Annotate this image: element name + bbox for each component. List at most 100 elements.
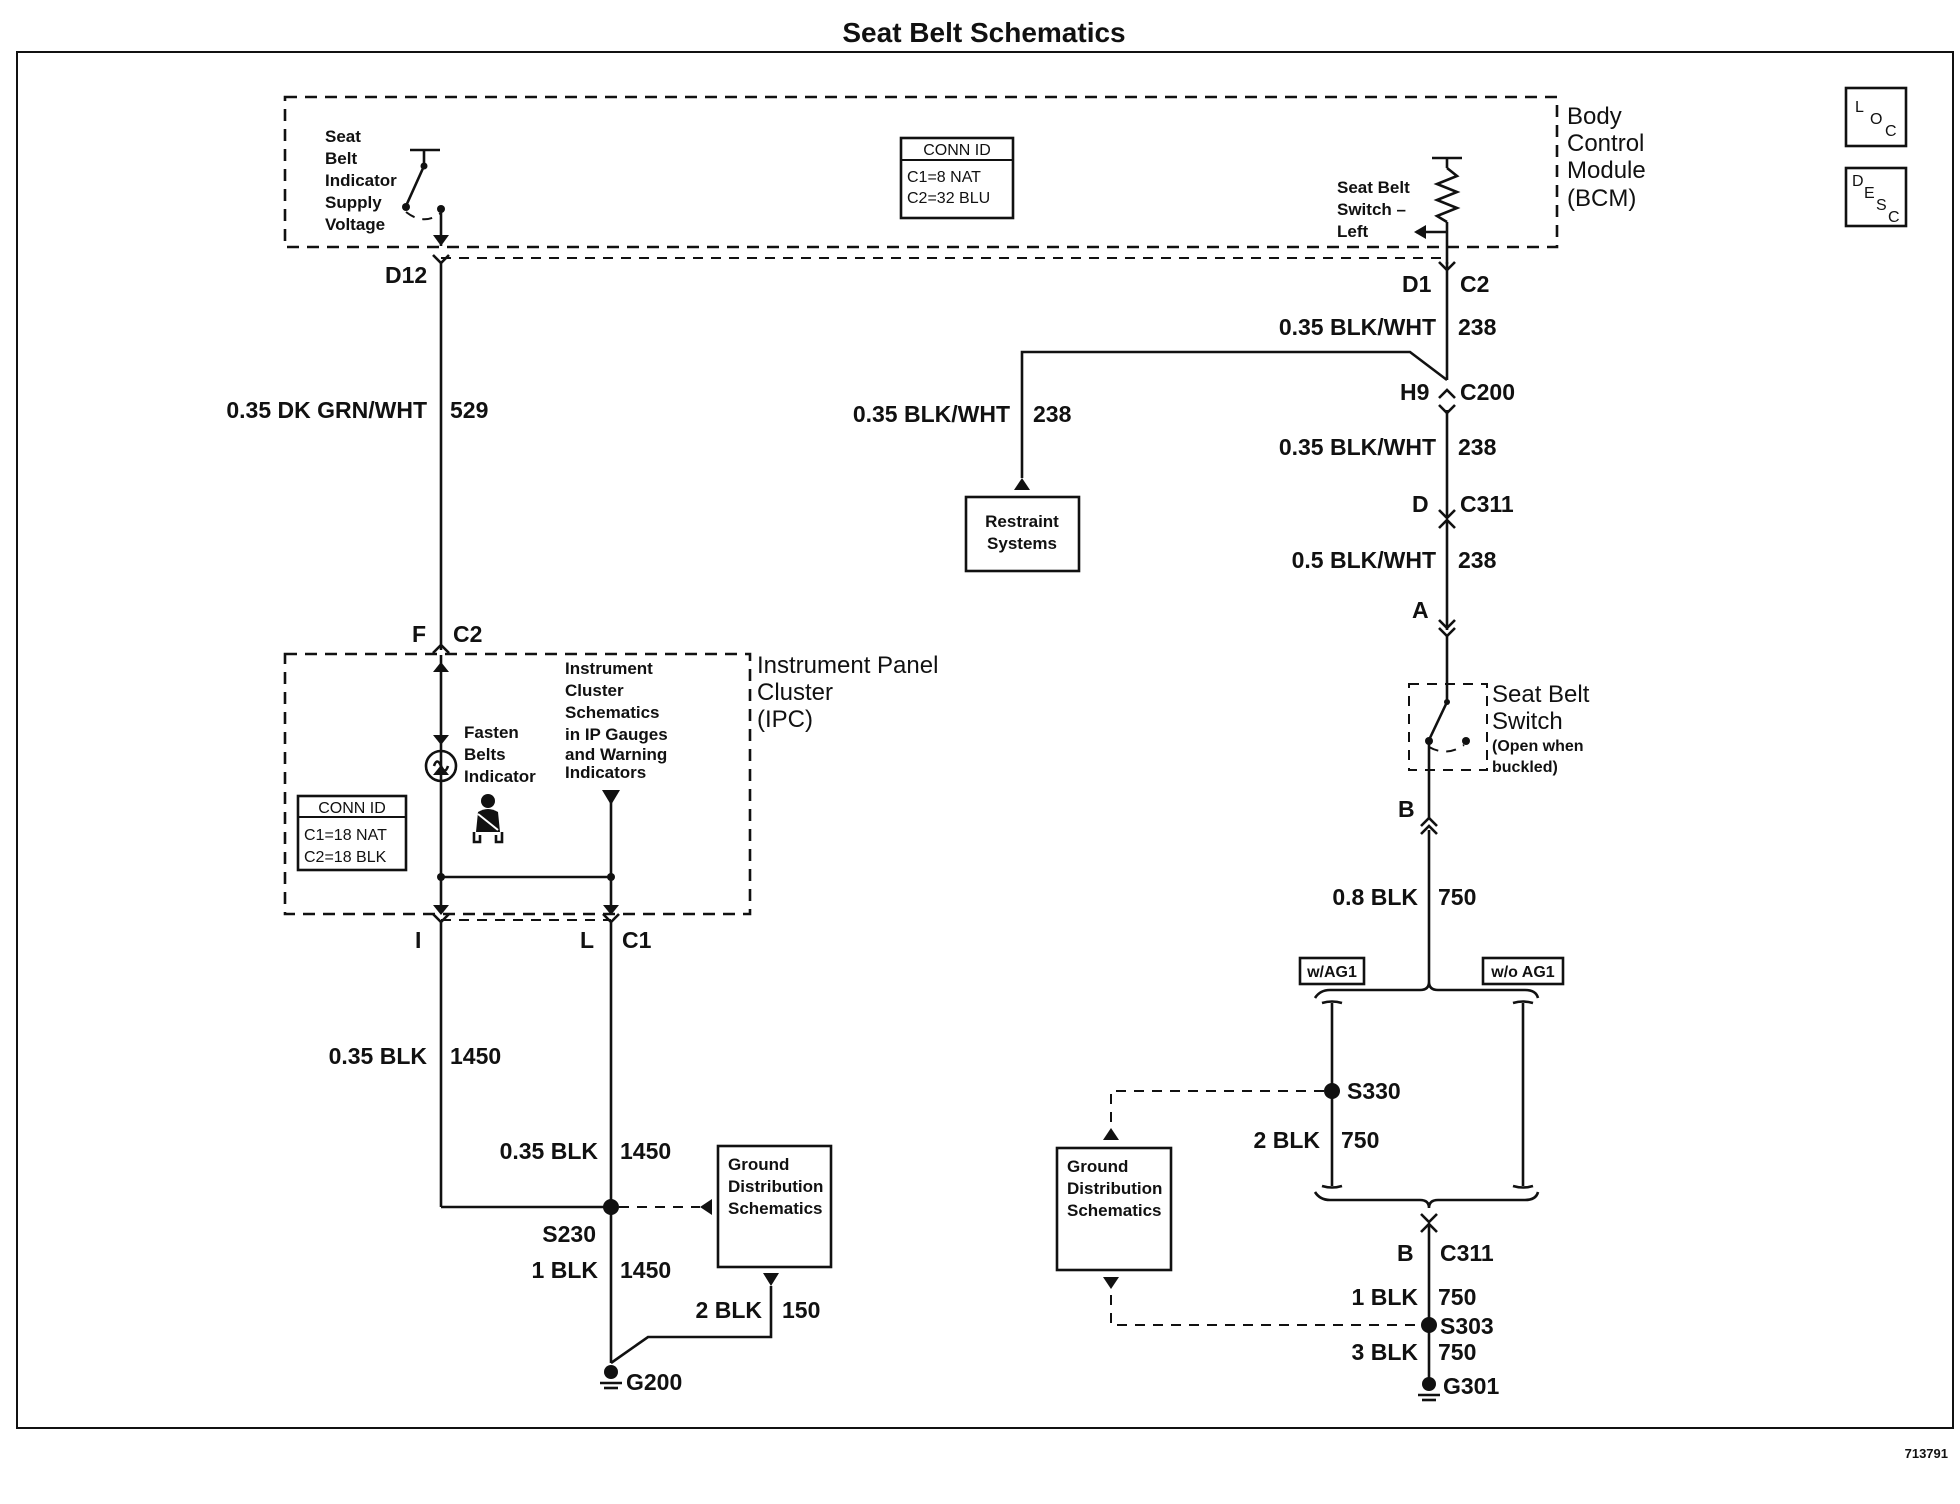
svg-text:Belts: Belts [464,745,506,764]
svg-text:Left: Left [1337,222,1369,241]
bcm-conn-id-box: CONN ID C1=8 NAT C2=32 BLU [899,136,1015,220]
location-icon[interactable]: L O C [1844,86,1908,148]
svg-text:Schematics: Schematics [728,1199,823,1218]
svg-text:C311: C311 [1440,1240,1494,1266]
connector-a: A [1412,597,1456,638]
svg-text:Instrument Panel: Instrument Panel [757,652,938,679]
svg-text:Seat: Seat [325,127,361,146]
seat-belt-person-icon [472,794,504,844]
svg-text:G301: G301 [1443,1373,1499,1399]
svg-text:and Warning: and Warning [565,745,667,764]
svg-text:H9: H9 [1400,379,1429,405]
option-with-ag1[interactable]: w/AG1 [1298,956,1366,986]
wire-750-d-gauge: 3 BLK [1352,1339,1419,1365]
ground-ref-dashed-right-bottom [1110,1295,1421,1326]
restraint-systems-box[interactable]: Restraint Systems [964,495,1081,573]
svg-text:Schematics: Schematics [1067,1201,1162,1220]
wire-238-b-circuit: 238 [1033,401,1072,427]
svg-text:I: I [415,927,421,953]
wire-750-a-gauge: 0.8 BLK [1332,884,1418,910]
seat-belt-switch-left-label: Seat Belt Switch – Left [1337,178,1410,241]
svg-text:C2=18 BLK: C2=18 BLK [304,849,387,866]
svg-text:Module: Module [1567,157,1646,184]
svg-text:Control: Control [1567,130,1644,157]
svg-text:C: C [1885,123,1897,140]
svg-text:CONN ID: CONN ID [318,800,386,817]
ground-distribution-box-right[interactable]: Ground Distribution Schematics [1055,1146,1173,1272]
svg-text:Switch: Switch [1492,708,1563,735]
option-split-top [1313,981,1540,999]
ground-g301: G301 [1418,1373,1499,1402]
svg-text:C200: C200 [1460,379,1515,405]
option-without-ag1[interactable]: w/o AG1 [1481,956,1565,986]
connector-b-c311: B C311 [1397,1213,1494,1266]
wire-238-d-gauge: 0.5 BLK/WHT [1292,547,1436,573]
wire-238-restraint [1020,350,1448,478]
svg-text:Ground: Ground [728,1155,789,1174]
svg-text:Voltage: Voltage [325,215,385,234]
wire-529-circuit: 529 [450,397,488,423]
wire-1450-b-gauge: 0.35 BLK [500,1138,599,1164]
connector-d-c311: D C311 [1412,491,1514,529]
svg-text:C1=18 NAT: C1=18 NAT [304,827,387,844]
wire-750-b-gauge: 2 BLK [1254,1127,1321,1153]
wire-750-a-circuit: 750 [1438,884,1476,910]
svg-text:(Open when: (Open when [1492,738,1584,755]
svg-text:B: B [1397,1240,1414,1266]
wire-238-c-gauge: 0.35 BLK/WHT [1279,434,1436,460]
svg-text:in IP Gauges: in IP Gauges [565,725,668,744]
wire-750-b-circuit: 750 [1341,1127,1379,1153]
svg-text:C1=8 NAT: C1=8 NAT [907,169,981,186]
svg-text:w/AG1: w/AG1 [1306,964,1357,981]
description-icon[interactable]: D E S C [1844,166,1908,228]
ipc-reference-label: Instrument Cluster Schematics in IP Gaug… [565,659,668,782]
wire-1450-b-circuit: 1450 [620,1138,671,1164]
wire-750-d-circuit: 750 [1438,1339,1476,1365]
svg-text:Ground: Ground [1067,1157,1128,1176]
svg-text:w/o AG1: w/o AG1 [1490,964,1555,981]
connector-f-c2: F C2 [412,621,482,654]
svg-text:B: B [1398,796,1415,822]
svg-text:buckled): buckled) [1492,759,1558,776]
svg-text:Fasten: Fasten [464,723,519,742]
ipc-conn-id-box: CONN ID C1=18 NAT C2=18 BLK [296,794,408,872]
svg-text:Instrument: Instrument [565,659,653,678]
svg-text:L: L [1855,99,1864,116]
wire-238-b-gauge: 0.35 BLK/WHT [853,401,1010,427]
svg-text:D12: D12 [385,262,427,288]
svg-text:Schematics: Schematics [565,703,660,722]
wire-1450-c-gauge: 1 BLK [532,1257,599,1283]
svg-text:Cluster: Cluster [565,681,624,700]
svg-text:Indicator: Indicator [464,767,536,786]
svg-text:Systems: Systems [987,534,1057,553]
svg-text:Supply: Supply [325,193,382,212]
svg-text:E: E [1864,185,1875,202]
svg-text:A: A [1412,597,1429,623]
wire-529-gauge: 0.35 DK GRN/WHT [226,397,427,423]
svg-text:Distribution: Distribution [728,1177,823,1196]
ipc-module: Instrument Panel Cluster (IPC) [283,652,938,916]
bulb-icon [424,749,458,783]
diagram-title: Seat Belt Schematics [842,17,1125,48]
ground-distribution-box-left[interactable]: Ground Distribution Schematics [716,1144,833,1269]
wire-1450-a-circuit: 1450 [450,1043,501,1069]
wire-150 [610,1286,773,1365]
splice-s330: S330 [1324,1078,1401,1104]
wire-238-a-circuit: 238 [1458,314,1497,340]
svg-text:Belt: Belt [325,149,357,168]
supply-voltage-label: Seat Belt Indicator Supply Voltage [325,127,397,234]
svg-text:(BCM): (BCM) [1567,185,1636,212]
wire-150-circuit: 150 [782,1297,820,1323]
svg-text:Switch –: Switch – [1337,200,1406,219]
connector-i-l-c1: I L C1 [415,913,652,953]
connector-b: B [1398,796,1438,835]
svg-text:C: C [1888,209,1900,226]
wire-150-gauge: 2 BLK [696,1297,763,1323]
wire-238-c-circuit: 238 [1458,434,1497,460]
fasten-belts-label: Fasten Belts Indicator [464,723,536,786]
svg-text:(IPC): (IPC) [757,706,813,733]
connector-d1-c2: D1 C2 [1402,261,1489,297]
wire-238-d-circuit: 238 [1458,547,1497,573]
svg-text:Indicators: Indicators [565,763,646,782]
bcm-module: Body Control Module (BCM) [283,95,1646,249]
